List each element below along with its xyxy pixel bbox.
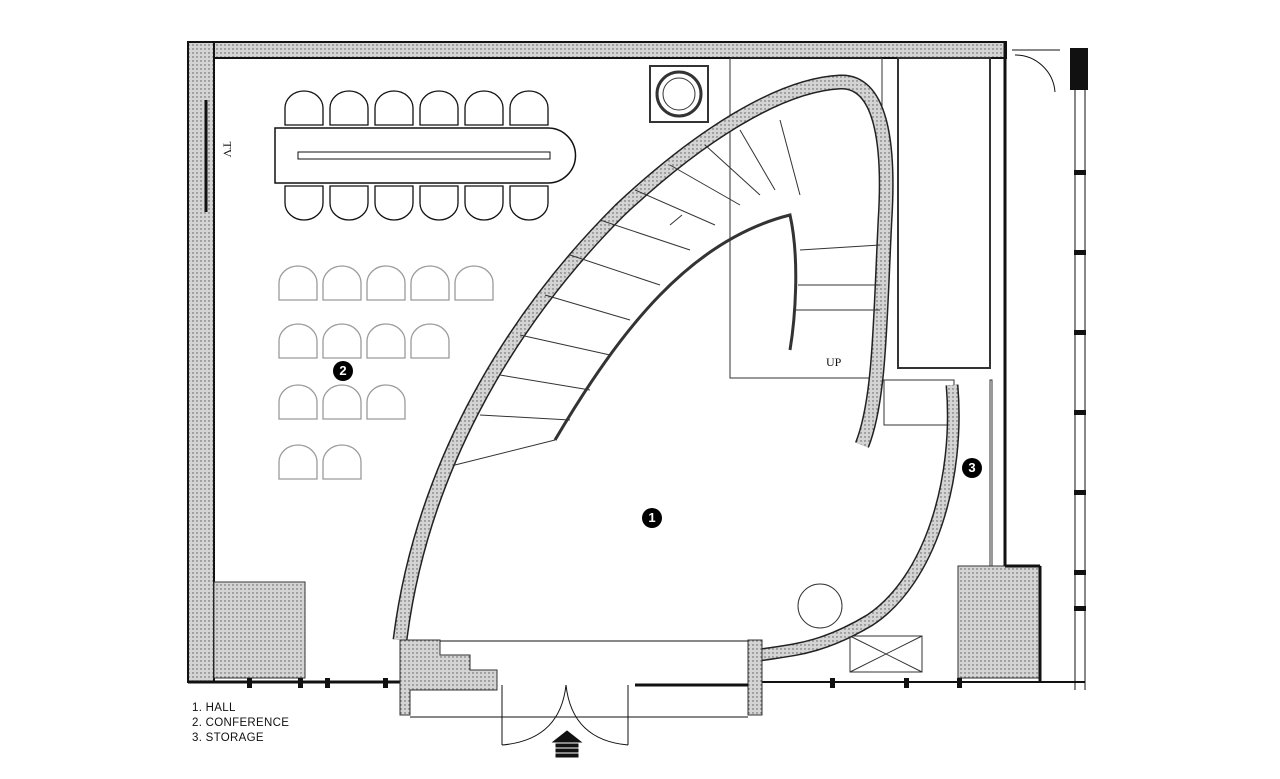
curved-walls: [392, 74, 960, 716]
chair: [278, 265, 318, 301]
chair: [322, 384, 362, 420]
room-marker-hall: 1: [642, 508, 662, 528]
staircase: [454, 119, 881, 466]
chair: [366, 265, 406, 301]
chair: [278, 444, 318, 480]
chair: [278, 384, 318, 420]
chair: [278, 323, 318, 359]
chair: [329, 90, 369, 126]
chairs: [278, 90, 549, 480]
chair: [374, 185, 414, 221]
chair: [509, 185, 549, 221]
chair: [366, 384, 406, 420]
room-marker-storage: 3: [962, 458, 982, 478]
chair: [509, 90, 549, 126]
chair: [322, 265, 362, 301]
legend-item-hall: 1. HALL: [192, 702, 236, 714]
conference-table: [274, 127, 577, 184]
room-marker-conference: 2: [333, 361, 353, 381]
stair-up-label: UP: [826, 355, 842, 369]
chair: [454, 265, 494, 301]
chair: [284, 185, 324, 221]
chair: [464, 185, 504, 221]
window-mullions: [247, 170, 1086, 688]
chair: [329, 185, 369, 221]
legend-item-storage: 3. STORAGE: [192, 732, 264, 744]
chair: [464, 90, 504, 126]
chair: [366, 323, 406, 359]
chair: [322, 323, 362, 359]
chair: [322, 444, 362, 480]
legend-item-conference: 2. CONFERENCE: [192, 717, 290, 729]
chair: [410, 265, 450, 301]
legend: 1. HALL 2. CONFERENCE 3. STORAGE: [192, 701, 289, 746]
chair: [284, 90, 324, 126]
chair: [410, 323, 450, 359]
chair: [419, 90, 459, 126]
tv-label: TV: [220, 141, 235, 158]
outer-walls: [187, 41, 1088, 690]
entrance-doors: [410, 640, 748, 758]
chair: [419, 185, 459, 221]
chair: [374, 90, 414, 126]
